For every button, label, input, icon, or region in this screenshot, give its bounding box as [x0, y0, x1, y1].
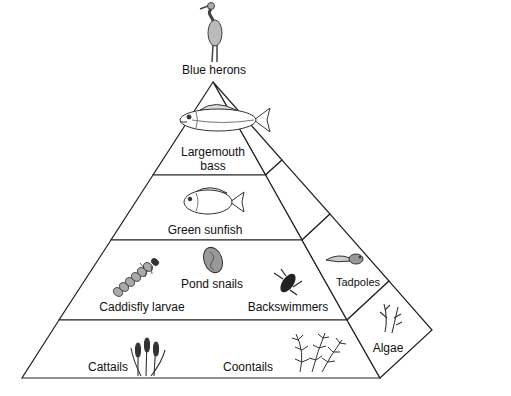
label-holder: Caddisfly larvae [99, 300, 184, 314]
backswimmer-drawing [274, 269, 302, 295]
band-shape [153, 82, 266, 175]
band-outline [347, 281, 432, 378]
trophic-band: Algae [347, 281, 432, 378]
organism-label: Backswimmers [248, 300, 329, 314]
band-shape [59, 240, 347, 320]
organism-label: Caddisfly larvae [99, 300, 184, 314]
label-holder: Cattails [88, 360, 128, 374]
coontail-drawing [292, 333, 346, 372]
band-shape [111, 175, 302, 240]
tadpole-drawing [326, 254, 363, 264]
label-holder: Backswimmers [248, 300, 329, 314]
organism-label: Largemouth bass [173, 145, 253, 173]
heron-drawing [200, 3, 222, 63]
sunfish-drawing [184, 188, 244, 214]
organism-label: Green sunfish [168, 223, 243, 237]
band-shape [347, 281, 432, 378]
bass-drawing [180, 105, 270, 133]
snail-drawing [200, 245, 226, 276]
label-holder: Algae [373, 341, 404, 355]
label-holder: Pond snails [181, 277, 243, 291]
label-holder: Green sunfish [168, 223, 243, 237]
band-outline [22, 320, 380, 378]
band-shape [22, 320, 380, 378]
cattail-drawing [131, 338, 165, 376]
organism-label: Tadpoles [336, 276, 380, 289]
caddisfly-drawing [112, 257, 160, 298]
organism-label: Pond snails [181, 277, 243, 291]
organism-label: Cattails [88, 360, 128, 374]
organism-label: Algae [373, 341, 404, 355]
label-holder: Coontails [223, 360, 273, 374]
label-holder: Largemouth bass [173, 145, 253, 173]
algae-drawing [380, 304, 402, 333]
label-holder: Tadpoles [336, 276, 380, 289]
label-holder: Blue herons [182, 63, 246, 77]
trophic-band: Caddisfly larvae Pond snailsBackswimmers [59, 240, 347, 320]
level-label: Blue herons [182, 63, 246, 77]
organism-label: Coontails [223, 360, 273, 374]
trophic-band: Cattails Coontails [22, 320, 380, 378]
